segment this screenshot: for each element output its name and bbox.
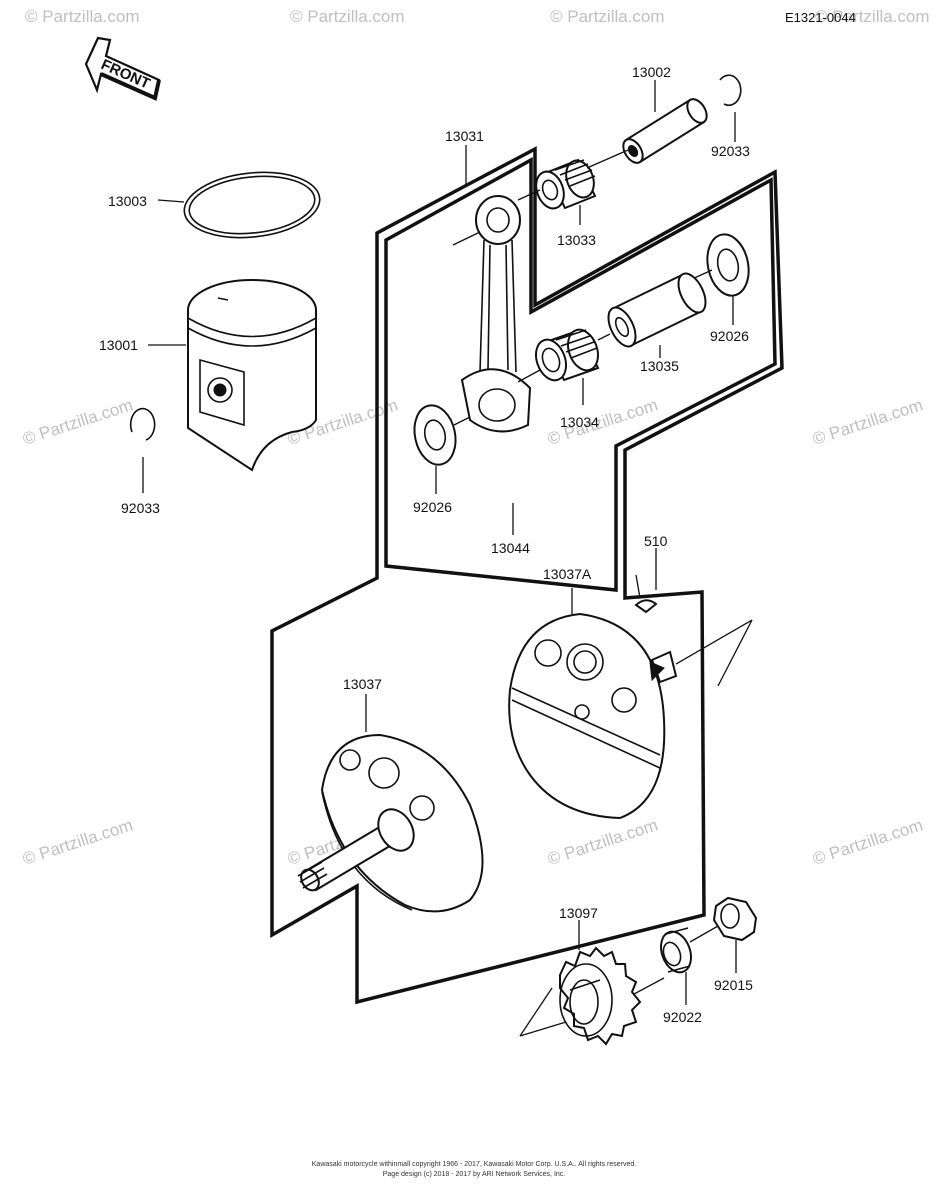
watermark: © Partzilla.com — [20, 395, 135, 448]
label-crank-half-right: 13037A — [543, 566, 592, 582]
label-thrust-washer-right: 92026 — [710, 328, 749, 344]
leader-line — [157, 199, 185, 203]
circlip-right — [719, 74, 742, 107]
diagram-code: E1321-0044 — [785, 10, 856, 25]
washer — [660, 927, 692, 974]
footer-copyright: Kawasaki motorcycle withinmall copyright… — [312, 1161, 637, 1168]
crank-half-right — [508, 612, 678, 820]
label-small-end-bearing: 13033 — [557, 232, 596, 248]
small-end-bearing — [535, 158, 597, 210]
leader-line — [519, 987, 553, 1037]
connecting-rod — [460, 195, 532, 433]
crank-pin — [607, 272, 707, 348]
label-nut: 92015 — [714, 977, 753, 993]
leader-line — [597, 333, 611, 341]
piston — [187, 279, 317, 472]
label-crank-pin: 13035 — [640, 358, 679, 374]
leader-line — [675, 619, 753, 665]
leader-line — [517, 369, 541, 383]
front-arrow-icon: FRONT — [84, 36, 161, 101]
piston-pin — [622, 98, 708, 164]
label-thrust-washer-left: 92026 — [413, 499, 452, 515]
watermark: © Partzilla.com — [550, 7, 665, 26]
label-washer: 92022 — [663, 1009, 702, 1025]
piston-ring — [183, 171, 321, 239]
label-circlip-right: 92033 — [711, 143, 750, 159]
leader-line — [633, 977, 665, 995]
watermark: © Partzilla.com — [810, 815, 925, 868]
label-circlip-left: 92033 — [121, 500, 160, 516]
leader-line — [517, 189, 541, 201]
assembly-outline — [270, 146, 784, 1005]
thrust-washer-right — [706, 233, 750, 297]
watermark: © Partzilla.com — [545, 815, 660, 868]
thrust-washer-left — [413, 404, 457, 466]
watermark: © Partzilla.com — [810, 395, 925, 448]
leader-line — [586, 149, 629, 169]
label-connecting-rod: 13031 — [445, 128, 484, 144]
watermark: © Partzilla.com — [290, 7, 405, 26]
leader-line — [452, 231, 481, 246]
label-big-end-bearing: 13034 — [560, 414, 599, 430]
crank-half-left — [297, 733, 484, 913]
label-piston: 13001 — [99, 337, 138, 353]
front-label: FRONT — [98, 56, 152, 93]
label-key: 510 — [644, 533, 668, 549]
leader-line — [519, 1021, 567, 1037]
label-crank-half-left: 13037 — [343, 676, 382, 692]
watermark: © Partzilla.com — [815, 7, 930, 26]
footer-page-design: Page design (c) 2018 - 2017 by ARI Netwo… — [383, 1171, 566, 1178]
watermark: © Partzilla.com — [20, 815, 135, 868]
leader-line — [453, 416, 471, 426]
label-piston-ring: 13003 — [108, 193, 147, 209]
primary-gear — [559, 946, 642, 1046]
watermark: © Partzilla.com — [25, 7, 140, 26]
leader-line — [717, 619, 753, 687]
leader-line — [689, 925, 719, 943]
big-end-bearing — [535, 328, 600, 382]
label-primary-gear: 13097 — [559, 905, 598, 921]
nut — [712, 896, 758, 942]
label-crankshaft-assy: 13044 — [491, 540, 530, 556]
circlip-left — [129, 407, 156, 441]
woodruff-key — [634, 599, 658, 614]
label-piston-pin: 13002 — [632, 64, 671, 80]
leader-line — [635, 574, 641, 599]
